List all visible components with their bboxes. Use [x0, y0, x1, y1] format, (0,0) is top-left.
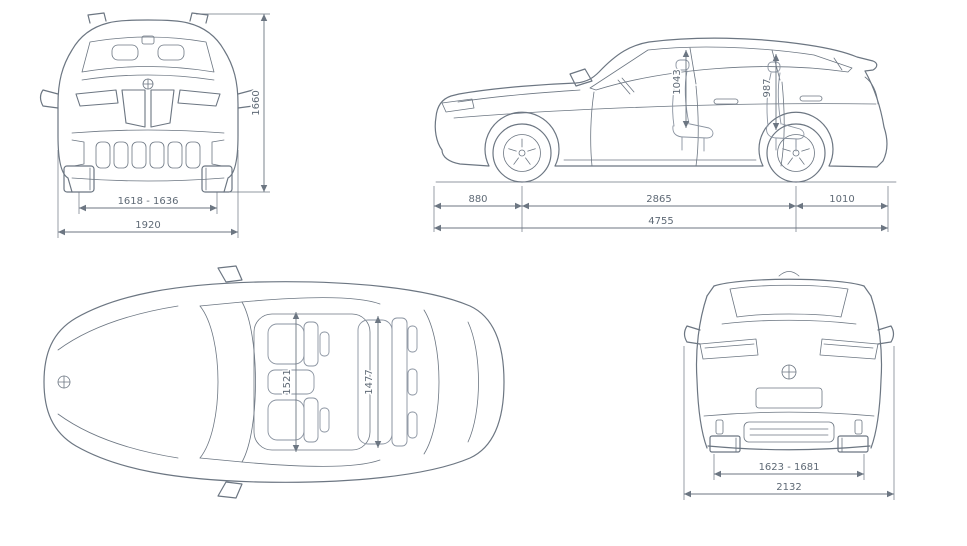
hood-line — [81, 74, 215, 81]
center-console — [267, 369, 315, 395]
body-crease — [453, 103, 877, 119]
front-seats-top — [267, 321, 330, 443]
kidney-grille-left — [121, 89, 146, 128]
bumper-crease — [703, 411, 875, 417]
dim-rear-track-label: 1623 - 1681 — [759, 462, 820, 473]
dim-overall-width-mirrors-label: 2132 — [776, 482, 801, 493]
dim-rear-headroom-label: 987 — [762, 78, 773, 97]
bmw-roundel-top — [57, 375, 71, 389]
reflector-left — [715, 419, 724, 435]
mirror-left — [39, 89, 59, 109]
bumper-bottom-edge — [707, 445, 871, 451]
front-door-seam — [590, 91, 595, 167]
dim-wheelbase-label: 2865 — [646, 194, 671, 205]
front-car-body — [39, 12, 257, 193]
roof-edge-bottom — [241, 459, 381, 467]
diffuser-slats — [749, 428, 829, 436]
hood-contour-top — [57, 305, 179, 351]
dim-front-overhang-label: 880 — [468, 194, 487, 205]
taillight-left — [699, 338, 759, 360]
side-headlight — [441, 98, 475, 113]
headrest-left — [111, 44, 139, 61]
dim-rear-overhang-label: 1010 — [829, 194, 854, 205]
diffuser — [743, 421, 835, 443]
dim-rear-shoulder-label: 1477 — [364, 369, 375, 394]
front-view-drawing: 1660 1618 - 1636 1920 — [39, 12, 270, 238]
dim-track-width-label: 1618 - 1636 — [118, 196, 179, 207]
lower-intake — [95, 141, 201, 169]
roofline — [713, 278, 865, 287]
side-taillight — [864, 76, 879, 105]
side-view-panel: 1043 987 880 2865 1010 4755 — [424, 0, 936, 246]
side-dimensions: 1043 987 880 2865 1010 4755 — [433, 50, 889, 232]
dim-overall-length-label: 4755 — [648, 216, 673, 227]
glasshouse — [589, 46, 853, 91]
top-view-panel: 1521 1477 — [28, 260, 518, 508]
rear-car-body — [683, 271, 895, 453]
roof-front-edge — [241, 301, 256, 463]
headlight-right — [177, 89, 221, 107]
license-plate-recess — [755, 387, 823, 409]
spoiler-corners — [706, 285, 872, 297]
body-side-left — [695, 295, 708, 449]
front-view-panel: 1660 1618 - 1636 1920 — [26, 0, 282, 248]
d-pillar — [833, 57, 843, 71]
bmw-roundel-rear — [781, 364, 797, 380]
windshield-base — [199, 305, 219, 459]
dim-front-shoulder-label: 1521 — [282, 369, 293, 394]
headlight-left — [75, 89, 119, 107]
roof-edge-top — [241, 297, 381, 305]
dim-front-headroom-label: 1043 — [672, 69, 683, 94]
rear-wheel — [766, 123, 826, 183]
bumper-bottom — [71, 177, 225, 182]
kidney-grille-right — [150, 89, 175, 128]
body-side-right — [870, 295, 883, 449]
top-car-body — [43, 265, 505, 499]
a-pillars — [199, 301, 243, 463]
b-pillar — [689, 47, 697, 85]
mirror-right — [877, 325, 895, 345]
antenna-fin — [778, 271, 800, 277]
side-mirror — [569, 68, 593, 87]
door-handle-front — [713, 98, 739, 105]
mirror-bottom — [217, 481, 243, 499]
side-view-drawing: 1043 987 880 2865 1010 4755 — [433, 37, 897, 232]
front-dimensions: 1660 1618 - 1636 1920 — [57, 13, 270, 238]
steering-wheel — [617, 77, 635, 95]
roof-rail-right — [189, 12, 209, 24]
headrest-right — [157, 44, 185, 61]
mirror-top — [217, 265, 243, 283]
front-wheel — [492, 123, 552, 183]
side-inlet-left — [71, 139, 85, 167]
mirror-left — [683, 325, 701, 345]
side-car-body — [434, 37, 897, 183]
rear-wheels — [709, 435, 869, 453]
dim-height-label: 1660 — [251, 90, 262, 115]
rear-bench-top — [357, 317, 418, 447]
bmw-roundel — [142, 78, 154, 90]
dim-overall-width-label: 1920 — [135, 220, 160, 231]
rearview-mirror — [141, 35, 155, 45]
rear-view-drawing: 1623 - 1681 2132 — [683, 271, 895, 500]
roof-rail-left — [87, 12, 107, 24]
rear-view-panel: 1623 - 1681 2132 — [664, 258, 914, 520]
top-dimensions: 1521 1477 — [281, 312, 382, 452]
shoulder-line — [721, 319, 857, 325]
rear-window-edge — [423, 309, 440, 455]
tailgate-edge — [467, 321, 479, 443]
reflector-right — [854, 419, 863, 435]
panoramic-roof — [253, 313, 371, 451]
windshield — [81, 36, 215, 73]
rear-dimensions: 1623 - 1681 2132 — [683, 346, 895, 500]
taillight-right — [819, 338, 879, 360]
door-handle-rear — [799, 95, 823, 102]
rear-window — [729, 284, 849, 318]
hood-cut-line — [457, 89, 581, 103]
hood-contour-bottom — [57, 413, 179, 459]
bumper-line — [71, 129, 225, 134]
mirror-right — [237, 89, 257, 109]
top-view-drawing: 1521 1477 — [43, 265, 505, 499]
side-inlet-right — [211, 139, 225, 167]
